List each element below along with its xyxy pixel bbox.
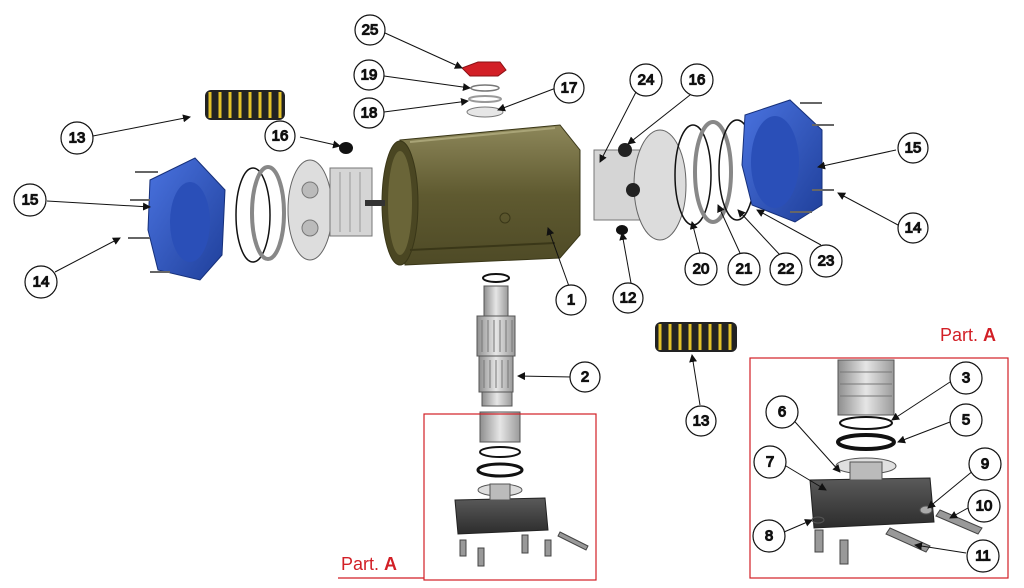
callout-5: 5: [949, 403, 983, 437]
plug-left: [339, 142, 353, 154]
svg-text:18: 18: [361, 105, 378, 122]
svg-text:2: 2: [581, 369, 589, 386]
svg-text:19: 19: [361, 67, 378, 84]
svg-text:25: 25: [362, 22, 379, 39]
svg-text:15: 15: [905, 140, 922, 157]
svg-text:7: 7: [766, 454, 774, 471]
callout-11: 11: [966, 539, 1000, 573]
callout-22: 22: [769, 252, 803, 286]
callout-10: 10: [967, 489, 1001, 523]
right-piston: [593, 129, 687, 241]
callouts: 25 19 18 17 13 16 15 14 1 2 13 24 16 15 …: [13, 14, 1002, 573]
pinion-shaft: [476, 273, 521, 443]
callout-24: 24: [629, 63, 663, 97]
housing-body: [381, 124, 581, 266]
right-spring: [655, 322, 737, 352]
callout-20: 20: [684, 252, 718, 286]
svg-text:14: 14: [905, 220, 922, 237]
svg-text:6: 6: [778, 404, 786, 421]
svg-text:1: 1: [567, 292, 575, 309]
callout-21: 21: [727, 252, 761, 286]
callout-13-right: 13: [685, 405, 717, 437]
svg-text:21: 21: [736, 261, 753, 278]
left-piston: [287, 159, 385, 261]
callout-15-left: 15: [13, 183, 47, 217]
callout-7: 7: [753, 445, 787, 479]
callout-15-right: 15: [897, 132, 929, 164]
callout-9: 9: [968, 447, 1002, 481]
left-spring: [205, 90, 285, 120]
callout-23: 23: [809, 244, 843, 278]
callout-3: 3: [949, 361, 983, 395]
svg-text:3: 3: [962, 370, 970, 387]
svg-text:20: 20: [693, 261, 710, 278]
left-end-cap: [128, 157, 226, 281]
svg-text:10: 10: [976, 498, 993, 515]
leader-lines: [46, 32, 975, 554]
callout-18: 18: [353, 97, 385, 129]
svg-text:22: 22: [778, 261, 795, 278]
callout-13-left: 13: [60, 121, 94, 155]
callout-2: 2: [569, 361, 601, 393]
svg-text:23: 23: [818, 253, 835, 270]
svg-text:15: 15: [22, 192, 39, 209]
svg-text:16: 16: [272, 128, 289, 145]
svg-text:16: 16: [689, 72, 706, 89]
detail-part-a-label: Part. A: [940, 325, 996, 345]
callout-12: 12: [612, 282, 644, 314]
svg-text:13: 13: [693, 413, 710, 430]
right-o-rings: [674, 119, 756, 226]
callout-14-right: 14: [897, 212, 929, 244]
callout-25: 25: [354, 14, 386, 46]
svg-text:5: 5: [962, 412, 970, 429]
part-a-label: Part. A: [341, 554, 397, 574]
callout-16-left: 16: [264, 120, 296, 152]
left-o-rings: [235, 165, 286, 263]
callout-6: 6: [765, 395, 799, 429]
svg-text:17: 17: [561, 80, 578, 97]
callout-14-left: 14: [24, 265, 58, 299]
part-a-box-main: Part. A: [338, 413, 597, 581]
svg-text:14: 14: [33, 274, 50, 291]
svg-text:8: 8: [765, 528, 773, 545]
svg-text:12: 12: [620, 290, 637, 307]
callout-19: 19: [353, 59, 385, 91]
callout-16-right: 16: [680, 63, 714, 97]
part-a-detail-box: Part. A: [749, 325, 1009, 579]
callout-8: 8: [752, 519, 786, 553]
callout-1: 1: [555, 284, 587, 316]
top-parts: [461, 61, 507, 118]
svg-text:11: 11: [975, 548, 991, 565]
callout-17: 17: [553, 72, 585, 104]
svg-text:24: 24: [638, 72, 655, 89]
right-end-cap: [741, 99, 834, 223]
svg-text:9: 9: [981, 456, 989, 473]
svg-text:13: 13: [69, 130, 86, 147]
